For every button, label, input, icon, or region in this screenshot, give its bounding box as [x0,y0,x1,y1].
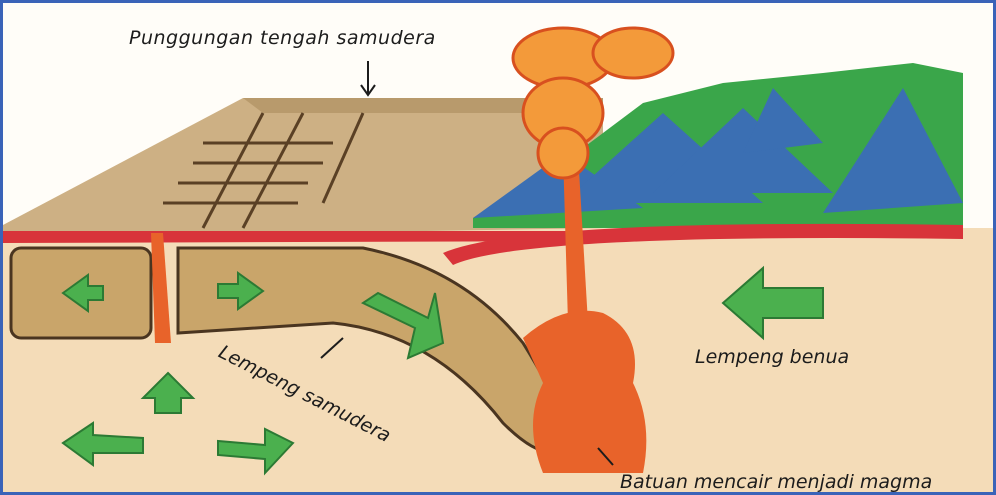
subduction-diagram [3,3,993,492]
continental-plate-label: Lempeng benua [695,346,849,368]
ridge-label: Punggungan tengah samudera [129,27,436,49]
magma-label: Batuan mencair menjadi magma [620,471,932,493]
